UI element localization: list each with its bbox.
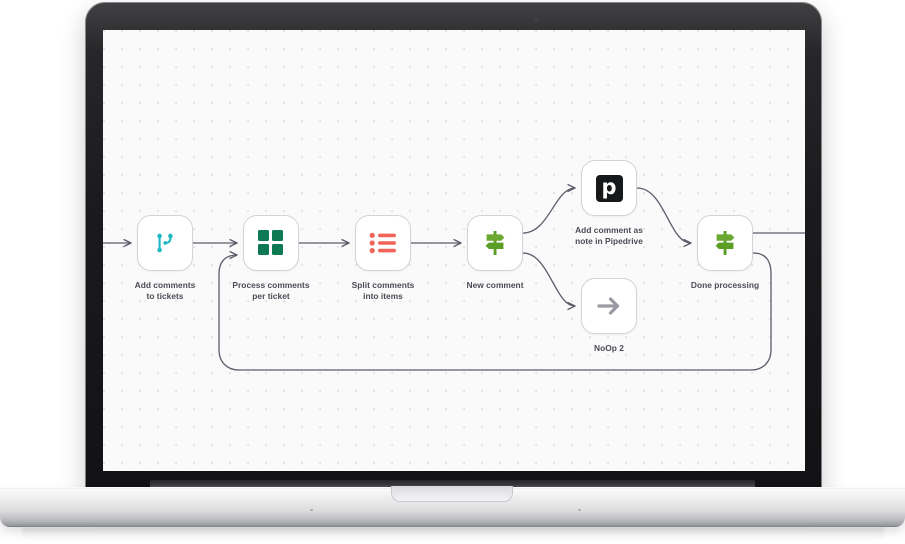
label-line-1: Process comments [232, 280, 310, 290]
arrow-right-icon [597, 297, 620, 315]
node-add-comments-to-tickets[interactable] [137, 215, 193, 271]
bullet-list-icon [369, 232, 396, 254]
signpost-switch-icon [715, 231, 735, 255]
label-line-2: per ticket [252, 291, 290, 302]
node-label-split-comments-into-items: Split comments into items [319, 280, 447, 302]
node-label-done-processing: Done processing [661, 280, 789, 291]
node-done-processing[interactable] [697, 215, 753, 271]
base-detail-left [310, 509, 313, 511]
label-line-2: note in Pipedrive [575, 236, 643, 247]
label-line-1: Add comment as [575, 225, 643, 235]
node-add-comment-as-note-in-pipedrive[interactable]: p [581, 160, 637, 216]
node-noop-2[interactable] [581, 278, 637, 334]
node-label-noop-2: NoOp 2 [545, 343, 673, 354]
laptop-base [0, 486, 905, 527]
node-process-comments-per-ticket[interactable] [243, 215, 299, 271]
label-line-1: Done processing [690, 280, 760, 290]
label-line-1: New comment [466, 280, 524, 290]
base-detail-right [578, 509, 581, 511]
base-thumb-notch [391, 486, 513, 502]
workflow-edges [103, 30, 805, 371]
node-label-new-comment: New comment [431, 280, 559, 291]
label-line-2: into items [363, 291, 403, 302]
label-line-1: Split comments [351, 280, 415, 290]
pipedrive-icon: p [595, 174, 623, 202]
node-new-comment[interactable] [467, 215, 523, 271]
git-branch-icon [157, 233, 173, 253]
signpost-switch-icon [485, 231, 505, 255]
pipedrive-letter: p [601, 174, 617, 199]
laptop-hinge [150, 480, 755, 488]
node-label-add-comments-to-tickets: Add comments to tickets [103, 280, 229, 302]
camera-dot-icon [534, 18, 538, 22]
node-label-process-comments-per-ticket: Process comments per ticket [207, 280, 335, 302]
base-reflection [22, 527, 884, 544]
laptop-screen: Add comments to tickets Process comments… [103, 30, 805, 471]
label-line-1: NoOp 2 [594, 343, 624, 353]
grid-squares-icon [258, 230, 284, 256]
label-line-2: to tickets [146, 291, 184, 302]
label-line-1: Add comments [134, 280, 196, 290]
node-label-add-comment-as-note-in-pipedrive: Add comment as note in Pipedrive [545, 225, 673, 247]
node-split-comments-into-items[interactable] [355, 215, 411, 271]
